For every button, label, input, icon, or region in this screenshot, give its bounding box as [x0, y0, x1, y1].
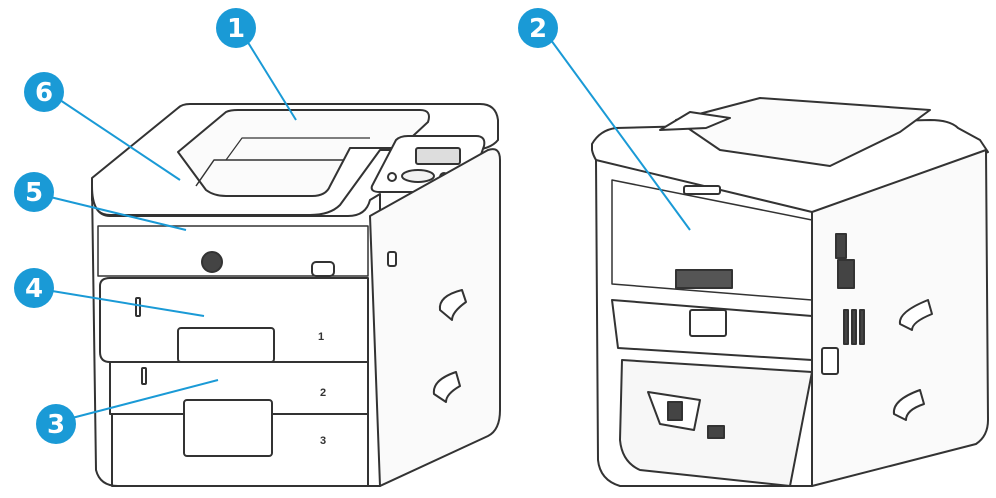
power-button: [311, 261, 335, 277]
printer-rear-view: [591, 97, 989, 487]
rear-output-bin: [675, 97, 931, 167]
callout-leaders: [45, 35, 691, 419]
leader-4: [45, 289, 205, 317]
rear-door: [611, 179, 813, 301]
callout-5-label: 5: [25, 178, 43, 208]
printer-front-view: [91, 103, 501, 487]
tray-3-number: 3: [320, 435, 326, 447]
callout-3: 3: [36, 404, 76, 444]
front-door: [97, 225, 369, 277]
printer-right-side: [369, 148, 501, 487]
tray-2-number: 2: [320, 387, 326, 399]
callout-6-label: 6: [35, 78, 53, 108]
callout-1: 1: [216, 8, 256, 48]
rear-label-sticker: [675, 269, 733, 289]
tray-3-handle: [183, 399, 273, 457]
leader-3: [71, 379, 219, 419]
control-panel-display: [415, 147, 461, 165]
callout-4-label: 4: [25, 274, 43, 304]
leader-5: [45, 195, 187, 231]
rear-tray: [619, 359, 813, 487]
hp-logo: [201, 251, 223, 273]
callout-2: 2: [518, 8, 558, 48]
control-panel-nav-buttons: [401, 169, 435, 183]
leader-2: [547, 35, 691, 231]
tray-3: [111, 413, 369, 487]
callout-4: 4: [14, 268, 54, 308]
callout-5: 5: [14, 172, 54, 212]
callout-3-label: 3: [47, 410, 65, 440]
usb-port: [835, 233, 847, 259]
tray-1-handle: [177, 327, 275, 363]
leader-1: [243, 35, 297, 121]
callout-6: 6: [24, 72, 64, 112]
callout-1-label: 1: [227, 14, 245, 44]
leader-6: [59, 99, 181, 181]
callout-2-label: 2: [529, 14, 547, 44]
tray-1-number: 1: [318, 331, 324, 343]
output-bin: [177, 109, 430, 197]
power-socket: [821, 347, 839, 375]
